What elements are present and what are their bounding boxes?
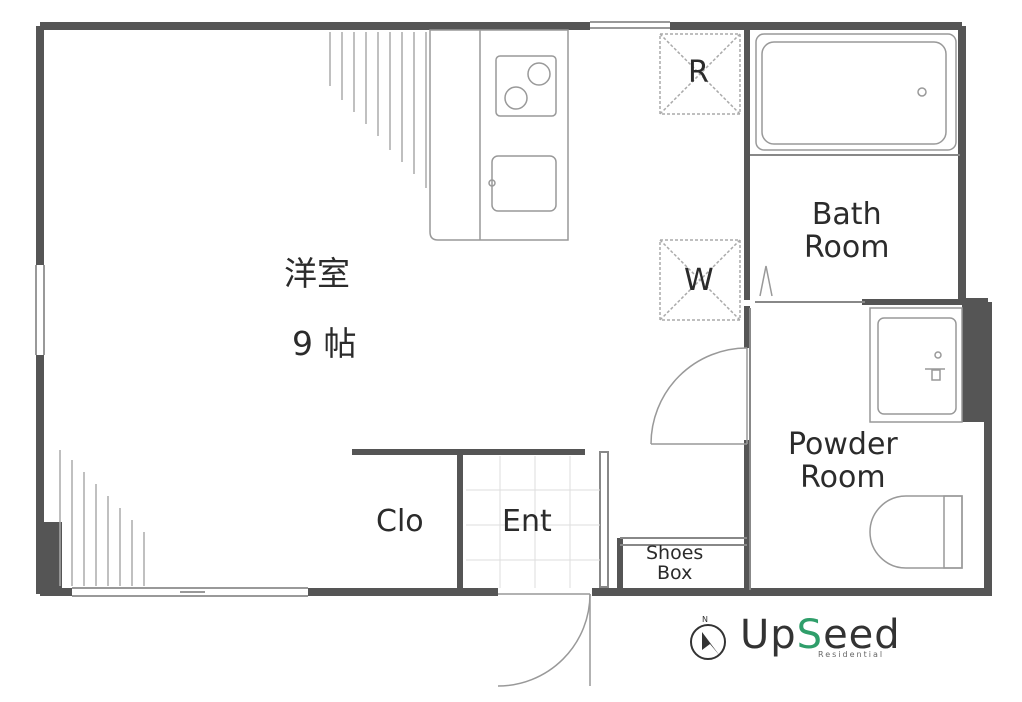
north-mark: N	[702, 615, 708, 624]
entrance-tiles	[466, 456, 600, 588]
stair-hatch-bottom	[59, 450, 145, 586]
interior-walls	[352, 26, 962, 592]
entrance-label: Ent	[502, 504, 552, 539]
brand-name: UpSeed	[740, 612, 901, 658]
brand-tagline: Residential	[818, 650, 885, 659]
shoes-box-label: Shoes Box	[646, 542, 704, 584]
western-room-label: 洋室	[284, 254, 350, 293]
brand-suffix: eed	[823, 612, 901, 658]
shoes-box-line1: Shoes	[646, 542, 704, 564]
wall-column-left	[36, 522, 62, 594]
powder-room-line1: Powder	[788, 427, 898, 462]
brand-prefix: Up	[740, 612, 797, 658]
windows	[35, 21, 670, 597]
closet-label: Clo	[376, 504, 424, 539]
washer-label: W	[684, 263, 714, 298]
bath-room-label: Bath Room	[804, 198, 889, 264]
kitchen-counter	[429, 29, 569, 241]
wall-column-right	[962, 302, 990, 422]
toilet	[869, 495, 963, 569]
shoes-box-line2: Box	[657, 561, 693, 584]
powder-room-label: Powder Room	[788, 428, 898, 494]
bath-room-line1: Bath	[811, 197, 882, 232]
western-room-size-label: 9 帖	[292, 324, 357, 363]
compass-north-icon: N	[690, 615, 726, 660]
refrigerator-label: R	[688, 55, 709, 90]
upseed-logo: N UpSeed Residential	[688, 610, 901, 666]
doors	[497, 347, 748, 687]
powder-room-line2: Room	[800, 460, 886, 495]
appliance-boxes	[659, 33, 741, 321]
bath-room-line2: Room	[804, 230, 890, 265]
thin-partitions	[599, 154, 960, 590]
washbasin	[869, 307, 963, 423]
stair-hatch-top	[329, 32, 427, 188]
bathtub	[755, 33, 957, 297]
brand-s: S	[796, 612, 824, 658]
